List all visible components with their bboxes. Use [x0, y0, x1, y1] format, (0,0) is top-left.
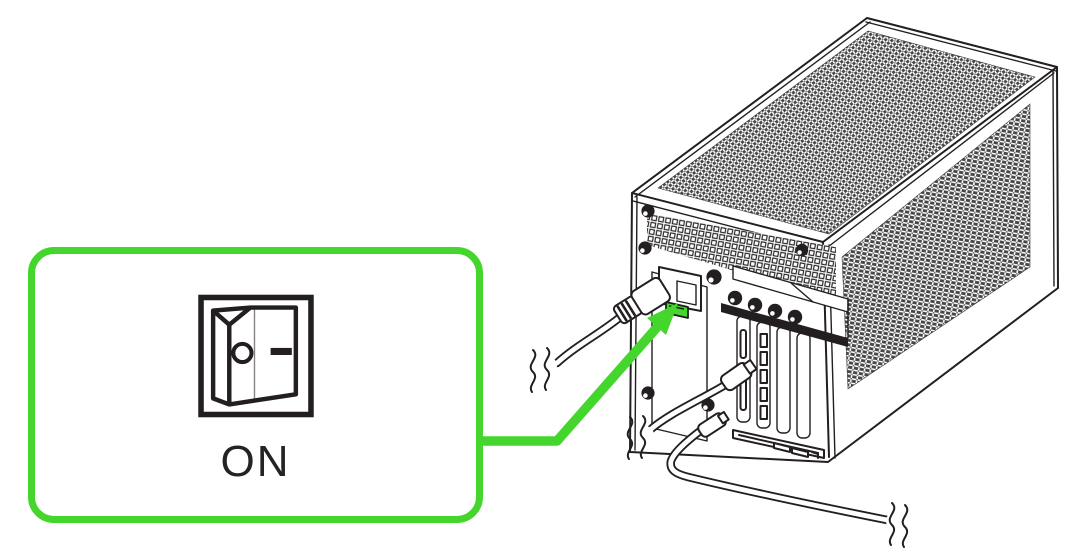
- thumbscrew-icon: [767, 303, 783, 319]
- cable-break-icon: [888, 502, 909, 548]
- callout-box: ON: [28, 247, 483, 523]
- screw-icon: [701, 398, 715, 412]
- screw-icon: [795, 243, 809, 257]
- bracket-rail: [721, 303, 848, 347]
- cable-break-icon: [626, 415, 647, 460]
- pci-bracket: [776, 326, 791, 434]
- thumbscrew-icon: [747, 297, 763, 313]
- upstream-cable: [626, 380, 730, 460]
- thumbscrews: [727, 290, 803, 325]
- thumbscrew-icon: [787, 309, 803, 325]
- thunderbolt-connector: [697, 410, 730, 438]
- bottom-slot: [732, 429, 825, 459]
- bracket-frame: [732, 265, 849, 339]
- thumbscrew-icon: [727, 290, 743, 306]
- pci-bracket: [796, 332, 811, 439]
- power-cable: [529, 309, 629, 393]
- upstream-connector: [719, 359, 758, 392]
- cable-break-icon: [529, 347, 551, 393]
- power-plug: [612, 276, 671, 325]
- rocker-switch-on-icon: [197, 294, 314, 418]
- thunderbolt-cable: [666, 426, 909, 548]
- rear-vent-grille-icon: [647, 213, 836, 301]
- screw-icon: [641, 204, 655, 218]
- on-label: ON: [220, 437, 291, 486]
- arrow-icon: [477, 303, 678, 446]
- top-mesh-panel: [657, 30, 1036, 235]
- screw-icon: [638, 241, 652, 255]
- screw-icon: [641, 386, 655, 400]
- panel-screws: [638, 204, 809, 412]
- screw-icon: [706, 269, 722, 285]
